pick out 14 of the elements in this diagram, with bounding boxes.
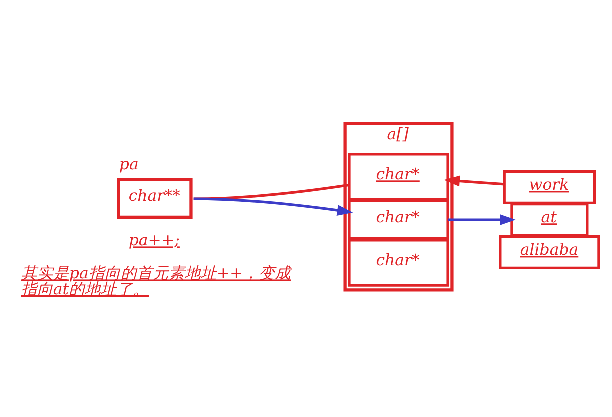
node-box: char* [348,152,450,200]
arrow [444,175,505,186]
node-label: pa [119,154,139,174]
node-box: alibaba [499,234,600,270]
node-box: work [503,170,596,204]
connector [194,183,350,200]
label: pa++; [128,230,180,250]
label: 其实是pa指向的首元素地址++，变成指向at的地址了。 [21,263,292,298]
node-box: at [510,202,589,237]
node-box: char* [348,199,450,240]
arrow [448,214,516,226]
arrow [194,197,354,216]
node-box: char** [117,178,193,218]
node-box: char* [348,238,450,286]
